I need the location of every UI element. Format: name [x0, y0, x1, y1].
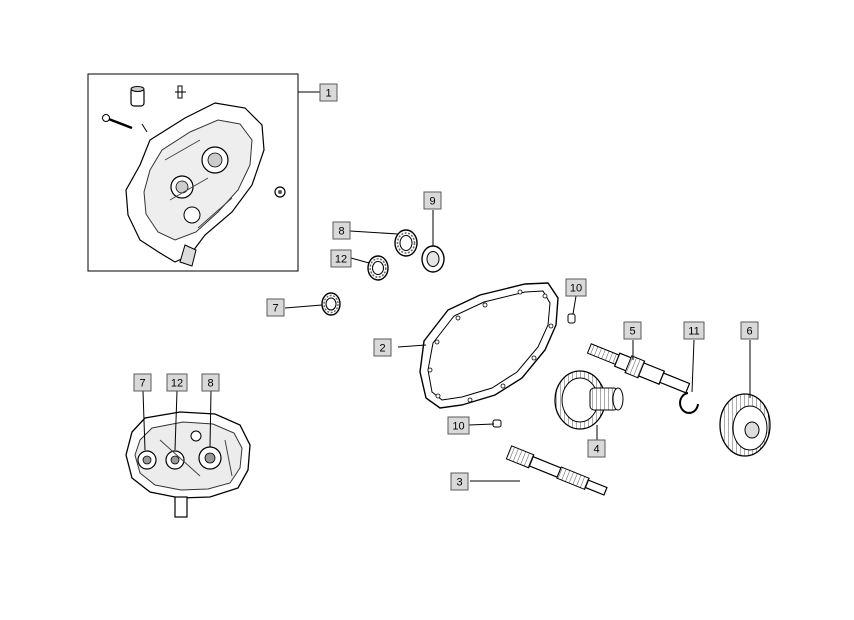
part-10-dowel-pin-lower [492, 419, 502, 428]
cover-bore-middle-inner [175, 180, 189, 194]
callout-7-upper-label: 7 [272, 303, 278, 315]
callout-5-label: 5 [629, 326, 635, 338]
callout-9-label: 9 [429, 196, 435, 208]
leader-lines [142, 91, 751, 482]
callout-12-upper-label: 12 [335, 254, 347, 266]
cover-bore-lower [183, 206, 201, 224]
callout-12-upper: 12 [330, 249, 352, 268]
part-6-gear [719, 393, 771, 457]
bushing-top [130, 86, 145, 92]
callout-1-label: 1 [325, 88, 331, 100]
callout-5: 5 [623, 321, 642, 340]
callout-10-upper-label: 10 [570, 283, 582, 295]
part-10-dowel-pin-upper [567, 313, 576, 324]
bolt-head [102, 114, 110, 122]
part-3-shaft [505, 445, 608, 496]
cover-inner-face [143, 119, 253, 241]
part-4-gear [554, 370, 624, 430]
callout-11: 11 [683, 321, 705, 340]
callout-2: 2 [373, 338, 392, 357]
callout-7-lower-label: 7 [139, 378, 145, 390]
breather-fitting [175, 85, 186, 99]
callout-1: 1 [319, 83, 338, 102]
callout-12-lower-label: 12 [171, 378, 183, 390]
part-7-bearing [321, 292, 341, 316]
cover-ribs [164, 139, 233, 229]
bolt-shaft [105, 116, 133, 130]
callout-2-label: 2 [379, 343, 385, 355]
part-1-housing-cover [87, 73, 299, 272]
callout-10-upper: 10 [565, 278, 587, 297]
callout-10-lower: 10 [447, 416, 470, 435]
callout-8-upper-label: 8 [338, 226, 344, 238]
callout-12-lower: 12 [166, 373, 188, 392]
callout-3-label: 3 [456, 477, 462, 489]
callout-8-upper: 8 [332, 221, 351, 240]
callout-3: 3 [450, 472, 469, 491]
callout-8-lower: 8 [201, 373, 220, 392]
callout-6-label: 6 [746, 326, 752, 338]
callout-8-lower-label: 8 [207, 378, 213, 390]
callout-9: 9 [423, 191, 442, 210]
pin [141, 123, 148, 133]
callout-7-upper: 7 [266, 298, 285, 317]
gearbox-housing-with-bearings [125, 411, 251, 518]
part-12-bearing [367, 255, 389, 281]
part-2-gasket [419, 282, 559, 409]
callout-4-label: 4 [593, 444, 599, 456]
callout-4: 4 [587, 439, 606, 458]
callout-11-label: 11 [688, 326, 699, 338]
cover-bore-upper-inner [207, 152, 223, 168]
callout-10-lower-label: 10 [452, 421, 464, 433]
plug-center [278, 190, 282, 194]
part-11-circlip [679, 392, 699, 414]
callout-6: 6 [740, 321, 759, 340]
callout-7-lower: 7 [133, 373, 152, 392]
part-5-shaft [586, 343, 691, 394]
part-9-seal [421, 245, 445, 273]
part-8-bearing [394, 229, 418, 257]
part-1-frame [87, 73, 299, 272]
cover-tab [179, 244, 197, 267]
